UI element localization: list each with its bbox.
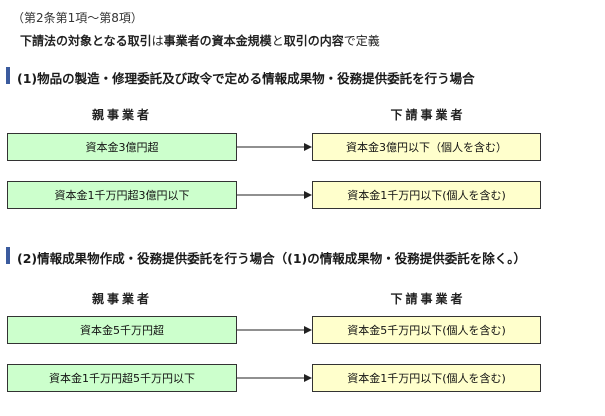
section-2-title: (2)情報成果物作成・役務提供委託を行う場合（(1)の情報成果物・役務提供委託を… [17,251,526,266]
section-2-row-2-sub-box: 資本金1千万円以下(個人を含む) [312,364,541,392]
section-1-row-2-parent-box: 資本金1千万円超3億円以下 [7,181,237,209]
intro-emphasis-content: 取引の内容 [283,34,344,48]
section-2-row-1-sub-box: 資本金5千万円以下(個人を含む) [312,316,541,344]
section-2-row-2-parent-box: 資本金1千万円超5千万円以下 [7,364,237,392]
intro-particle-wa: は [151,34,164,48]
section-2-row-1-parent-box: 資本金5千万円超 [7,316,237,344]
intro-particle-to: と [271,34,284,48]
section-1-sub-header: 下請事業者 [390,108,466,122]
intro-emphasis-transactions: 下請法の対象となる取引 [20,34,152,48]
intro-tail: で定義 [343,34,380,48]
section-1-parent-header: 親事業者 [91,108,152,122]
section-1-row-1-parent-box: 資本金3億円超 [7,133,237,161]
intro-text: 下請法の対象となる取引は事業者の資本金規模と取引の内容で定義 [20,32,380,49]
section-1-title: (1)物品の製造・修理委託及び政令で定める情報成果物・役務提供委託を行う場合 [17,71,475,86]
section-2-parent-header: 親事業者 [91,292,152,306]
section-1-row-2-sub-box: 資本金1千万円以下(個人を含む) [312,181,541,209]
article-reference: （第2条第1項～第8項） [12,11,143,25]
section-1-row-1-sub-box: 資本金3億円以下（個人を含む） [312,133,541,161]
section-2-sub-header: 下請事業者 [390,292,466,306]
section-2-bar [6,247,10,264]
intro-emphasis-capital: 事業者の資本金規模 [163,34,272,48]
section-1-bar [6,67,10,84]
